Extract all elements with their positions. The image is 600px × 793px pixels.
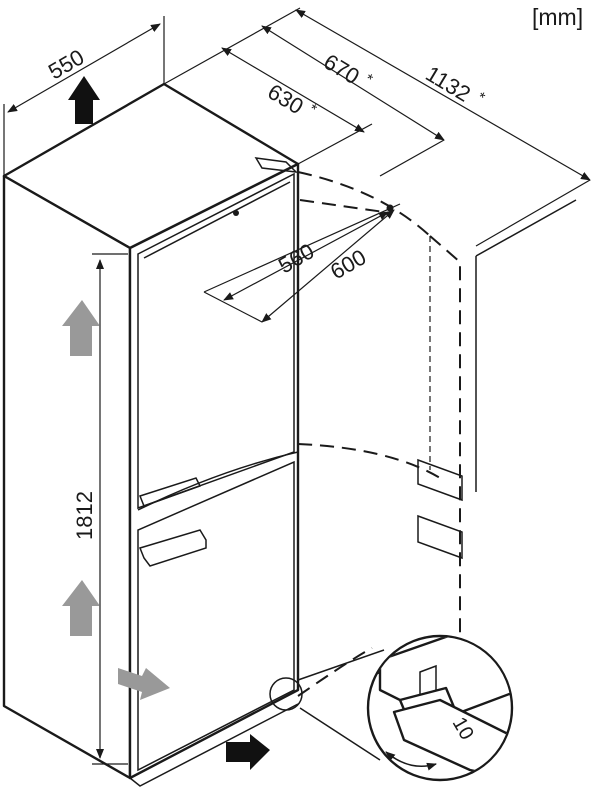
width-label: 550	[44, 44, 88, 84]
depth-1132-star: *	[474, 89, 488, 107]
side-air-arrow-upper	[62, 300, 100, 356]
door-pin	[233, 210, 239, 216]
depth-630-star: *	[306, 101, 320, 119]
fridge-side-face	[2, 174, 132, 780]
door-radius-line	[299, 199, 385, 213]
depth-630-label: 630	[263, 79, 307, 119]
swing-600-line	[261, 209, 395, 323]
bottom-air-arrow-black	[226, 734, 270, 770]
bottom-air-arrow-gray	[118, 668, 170, 700]
width-dim-line	[7, 23, 161, 113]
dimension-lines	[3, 7, 591, 765]
detail-leader-bottom	[299, 707, 381, 761]
fridge-base	[129, 703, 299, 787]
detail-leader-top	[297, 649, 385, 681]
upper-door-swing	[297, 171, 431, 237]
depth-ext-back	[163, 7, 301, 85]
depth-1132-line	[295, 9, 591, 181]
airflow-arrows	[62, 76, 270, 770]
top-ventilation-arrow	[68, 76, 100, 124]
depth-670-label: 670	[319, 49, 363, 89]
side-air-arrow-lower	[62, 580, 100, 636]
swing-ext-b	[203, 291, 263, 323]
height-label: 1812	[72, 491, 97, 540]
open-door-edge-outer	[429, 235, 461, 650]
open-door-outline	[297, 171, 577, 697]
foot-adjustment-detail: 10	[297, 634, 514, 782]
depth-670-ext	[379, 139, 445, 177]
lower-door-handle	[138, 529, 207, 567]
upper-door-handle	[139, 477, 202, 507]
bottom-door-swing	[297, 647, 373, 697]
depth-1132-ext	[475, 179, 591, 247]
upper-door-edge	[143, 181, 291, 259]
depth-1132-label: 1132	[421, 61, 474, 107]
fridge-front-face	[128, 162, 300, 780]
depth-670-star: *	[362, 71, 376, 89]
rotation-arrow	[385, 751, 437, 771]
upper-door	[137, 172, 295, 510]
wall-top-line	[475, 199, 577, 257]
swing-600-label: 600	[326, 244, 370, 284]
open-door-hinge-upper	[417, 458, 463, 502]
lower-door-swing	[297, 443, 441, 479]
open-door-hinge-lower	[417, 514, 463, 560]
